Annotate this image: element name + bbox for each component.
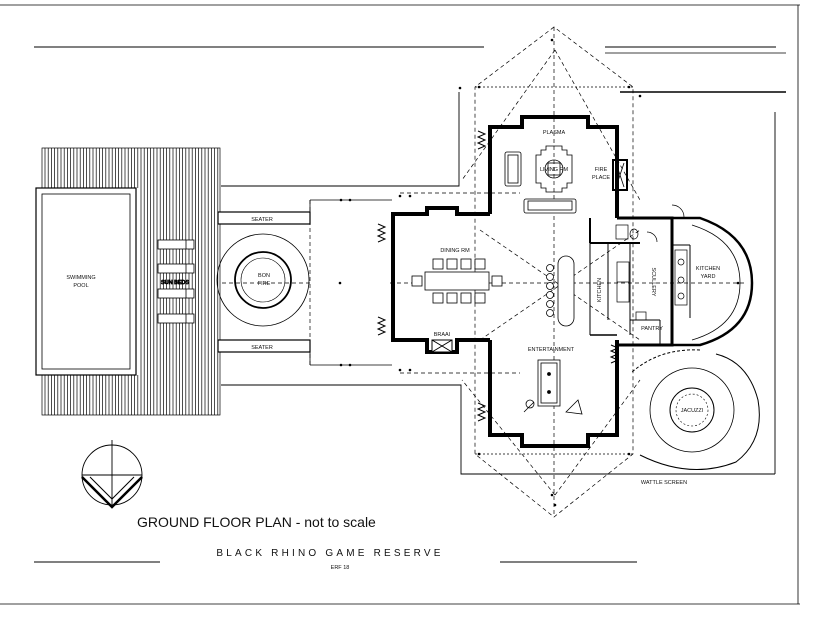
grid-dot: [408, 194, 412, 198]
bon-fire-pit: BON FIRE: [216, 233, 310, 327]
timber-deck: [41, 147, 221, 416]
site-boundary: [221, 92, 776, 475]
grid-dot: [398, 194, 402, 198]
grid-dot: [408, 368, 412, 372]
swimming-pool-label-2: POOL: [73, 283, 88, 289]
dining-chair: [460, 292, 472, 304]
swimming-pool-label-1: SWIMMING: [66, 275, 95, 281]
dining-chair: [474, 292, 486, 304]
swimming-pool: SWIMMING POOL: [35, 187, 137, 376]
kitchen-yard-label-1: KITCHEN: [696, 266, 720, 272]
grid-dot: [477, 452, 481, 456]
dining-room-label: DINING RM: [440, 248, 470, 254]
jacuzzi: [649, 367, 735, 453]
dining-chair: [446, 258, 458, 270]
bon-fire-label-1: BON: [258, 273, 270, 279]
grid-dot: [339, 198, 343, 202]
sun-beds-label: SUN BEDS: [161, 280, 189, 286]
dining-chair: [411, 275, 423, 287]
plasma-label: PLASMA: [543, 130, 566, 136]
bar-stool: [546, 264, 554, 272]
kitchen-island: [546, 255, 575, 327]
fire-place-label-1: FIRE: [595, 167, 608, 173]
sun-bed: [157, 263, 195, 274]
grid-dot: [458, 86, 462, 90]
dining-chair: [446, 292, 458, 304]
grid-dot: [338, 281, 342, 285]
dining-chair: [432, 292, 444, 304]
sun-bed: [157, 313, 195, 324]
living-room-furniture: [504, 145, 628, 214]
entertainment-label: ENTERTAINMENT: [528, 347, 575, 353]
braai: [431, 339, 453, 353]
seater-top-label: SEATER: [251, 217, 273, 223]
dining-chair: [491, 275, 503, 287]
fire-place-label-2: PLACE: [592, 175, 610, 181]
grid-dot: [736, 281, 740, 285]
grid-dot: [627, 452, 631, 456]
bon-fire-label-2: FIRE: [258, 281, 271, 287]
plan-title: GROUND FLOOR PLAN - not to scale: [137, 514, 376, 530]
sun-bed: [157, 288, 195, 299]
seater-top: SEATER: [217, 211, 311, 225]
building-walls: [391, 115, 754, 448]
sun-bed: [157, 239, 195, 250]
kitchen-yard-label-2: YARD: [701, 274, 716, 280]
grid-dot: [348, 363, 352, 367]
pantry-label: PANTRY: [641, 326, 663, 332]
dining-chair: [474, 258, 486, 270]
bar-stool: [546, 291, 554, 299]
grid-dot: [339, 363, 343, 367]
grid-dot: [477, 85, 481, 89]
grid-dot: [638, 94, 642, 98]
grid-dot: [348, 198, 352, 202]
bar-stool: [546, 273, 554, 281]
scullery-label: SCULLERY: [650, 268, 656, 297]
grid-dot: [550, 493, 554, 497]
dining-table: [411, 258, 503, 304]
kitchen-fittings: [615, 204, 688, 321]
dining-chair: [432, 258, 444, 270]
bar-stool: [546, 282, 554, 290]
sheet-frame: [0, 4, 800, 605]
sun-beds: SUN BEDS: [157, 239, 195, 324]
braai-label: BRAAI: [434, 332, 451, 338]
jacuzzi-label: JACUZZI: [681, 408, 704, 414]
wattle-screen-label: WATTLE SCREEN: [641, 480, 687, 486]
dining-chair: [460, 258, 472, 270]
plan-subtitle: BLACK RHINO GAME RESERVE: [216, 548, 443, 559]
grid-dot: [398, 368, 402, 372]
pool-table: [523, 359, 583, 415]
north-arrow-icon: [81, 440, 143, 509]
grid-dot: [627, 85, 631, 89]
wattle-screen: [631, 349, 760, 470]
grid-dots: [338, 38, 740, 507]
erf-number: ERF 18: [331, 565, 350, 571]
grid-dot: [550, 38, 554, 42]
bar-stool: [546, 300, 554, 308]
window-marks: [377, 130, 619, 422]
grid-dot: [553, 503, 557, 507]
seater-bottom-label: SEATER: [251, 345, 273, 351]
kitchen-label: KITCHEN: [597, 278, 603, 302]
bar-stool: [546, 309, 554, 317]
seater-bottom: SEATER: [217, 339, 311, 353]
living-room-label: LIVING RM: [540, 167, 569, 173]
